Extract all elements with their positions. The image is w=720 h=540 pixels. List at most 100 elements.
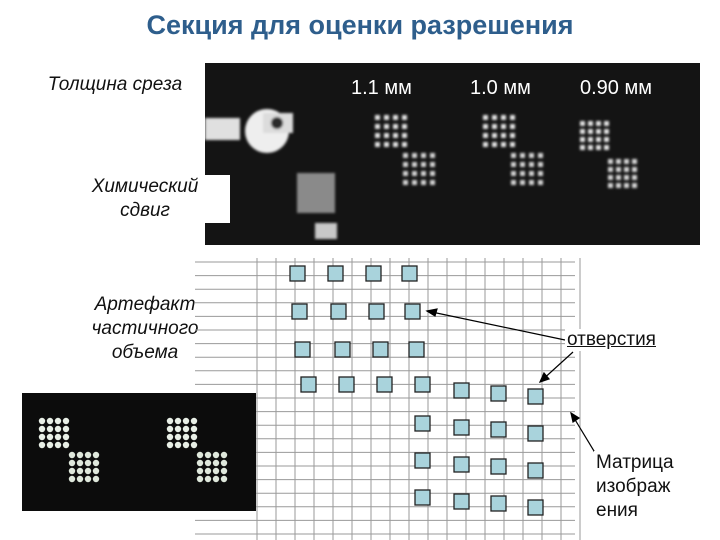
hole-array-groups [375, 115, 637, 188]
hole-dot [393, 142, 398, 147]
thumb-dot [196, 459, 204, 467]
image-matrix-label: Матрица изображ ения [594, 451, 676, 523]
thumb-dot [220, 467, 228, 475]
hole-dot [403, 162, 408, 167]
hole-square [408, 341, 425, 358]
thumb-dot [62, 441, 70, 449]
hole-dot [520, 180, 525, 185]
thumb-dot [92, 467, 100, 475]
thumb-dot [38, 425, 46, 433]
hole-square [414, 489, 431, 506]
partial-volume-dots [38, 417, 228, 483]
hole-dot [421, 162, 426, 167]
thumb-dot [166, 433, 174, 441]
thumb-dot [220, 451, 228, 459]
hole-dot [430, 162, 435, 167]
thumb-dot [54, 433, 62, 441]
hole-dot [412, 180, 417, 185]
hole-dot [538, 180, 543, 185]
chemical-shift-square [297, 173, 335, 213]
hole-dot [430, 153, 435, 158]
thumb-dot [166, 425, 174, 433]
phantom-circle-blob [205, 109, 293, 153]
hole-dot [384, 115, 389, 120]
thumb-dot [46, 433, 54, 441]
thumb-dot [54, 425, 62, 433]
hole-dot [511, 153, 516, 158]
thumb-dot [76, 459, 84, 467]
hole-dot [483, 142, 488, 147]
hole-dot [511, 171, 516, 176]
hole-dot [412, 153, 417, 158]
thumb-dot [68, 451, 76, 459]
partial-volume-drawing [38, 417, 228, 483]
thumb-dot [166, 417, 174, 425]
matrix-label-line-2: изображ [596, 476, 671, 497]
slide-title: Секция для оценки разрешения [146, 10, 574, 40]
matrix-holes [289, 265, 544, 516]
thumb-dot [46, 425, 54, 433]
hole-square [453, 419, 470, 436]
image-matrix-grid [195, 258, 595, 540]
mri-resolution-drawing [205, 109, 637, 239]
thumb-dot [84, 467, 92, 475]
hole-dot [501, 142, 506, 147]
hole-dot [616, 159, 621, 164]
hole-dot [412, 162, 417, 167]
thumb-dot [190, 441, 198, 449]
hole-dot [604, 145, 609, 150]
hole-dot [402, 124, 407, 129]
hole-dot [608, 175, 613, 180]
hole-dot [529, 162, 534, 167]
hole-dot [384, 124, 389, 129]
thumb-dot [68, 467, 76, 475]
partial-volume-line-3: объема [111, 342, 179, 363]
hole-dot [375, 124, 380, 129]
hole-square [300, 376, 317, 393]
hole-dot [510, 124, 515, 129]
hole-dot [403, 171, 408, 176]
hole-dot [483, 115, 488, 120]
thumb-dot [38, 433, 46, 441]
hole-array [580, 121, 637, 188]
hole-square [414, 415, 431, 432]
hole-dot [596, 145, 601, 150]
hole-dot [421, 171, 426, 176]
pointer-arrows [425, 308, 595, 454]
thumb-dot [204, 451, 212, 459]
hole-dot [588, 145, 593, 150]
mri-resolution-image: 1.1 мм 1.0 мм 0.90 мм [205, 63, 700, 245]
thumb-dot [38, 441, 46, 449]
thumb-dot [62, 425, 70, 433]
thumb-dot [182, 441, 190, 449]
hole-dot [501, 115, 506, 120]
partial-volume-line-2: частичного [91, 318, 199, 339]
hole-dot [538, 162, 543, 167]
hole-square [372, 341, 389, 358]
thumb-dot [204, 467, 212, 475]
thumb-dot [212, 451, 220, 459]
thumb-dot [190, 433, 198, 441]
thumb-dot [212, 475, 220, 483]
hole-square [453, 382, 470, 399]
thumb-dot [182, 417, 190, 425]
thumb-dot [38, 417, 46, 425]
hole-dot [580, 121, 585, 126]
hole-dot [492, 124, 497, 129]
hole-square [330, 303, 347, 320]
hole-dot [529, 171, 534, 176]
hole-dot [402, 133, 407, 138]
hole-dot [483, 124, 488, 129]
column-label-0-90mm: 0.90 мм [580, 77, 652, 99]
thumb-dot [54, 417, 62, 425]
chemical-shift-line-1: Химический [91, 176, 199, 197]
hole-dot [632, 183, 637, 188]
thumb-dot [212, 459, 220, 467]
hole-square [294, 341, 311, 358]
thumb-dot [166, 441, 174, 449]
thumb-dot [46, 417, 54, 425]
hole-dot [520, 153, 525, 158]
hole-square [527, 499, 544, 516]
hole-dot [384, 133, 389, 138]
thumb-dot [190, 417, 198, 425]
